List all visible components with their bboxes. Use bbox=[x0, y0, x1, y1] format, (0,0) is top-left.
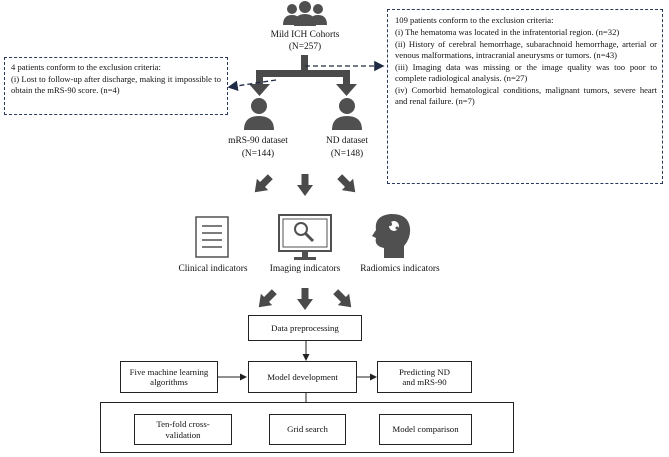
left-exclusion-box bbox=[4, 57, 228, 115]
left-exclusion-heading: 4 patients conform to the exclusion crit… bbox=[11, 62, 161, 72]
right-exclusion-heading: 109 patients conform to the exclusion cr… bbox=[395, 15, 554, 25]
dataset-name: mRS-90 dataset bbox=[228, 136, 288, 146]
right-exclusion-item: (iv) Comorbid hematological conditions, … bbox=[395, 85, 657, 107]
arrows-to-preprocessing bbox=[258, 288, 352, 310]
algorithms-box: Five machine learning algorithms bbox=[120, 361, 218, 393]
data-preprocessing-box: Data preprocessing bbox=[248, 315, 362, 341]
right-exclusion-text: 109 patients conform to the exclusion cr… bbox=[395, 15, 657, 108]
indicator-label: Radiomics indicators bbox=[360, 264, 440, 274]
right-exclusion-item: (ii) History of cerebral hemorrhage, sub… bbox=[395, 39, 657, 61]
indicator-label: Clinical indicators bbox=[178, 264, 248, 274]
model-comparison-box: Model comparison bbox=[379, 414, 472, 445]
arrows-to-indicators bbox=[254, 174, 356, 196]
person-icon bbox=[332, 98, 362, 130]
cohort-count: (N=257) bbox=[288, 42, 322, 52]
split-arrows bbox=[249, 55, 357, 96]
left-exclusion-item: (i) Lost to follow-up after discharge, m… bbox=[11, 74, 221, 95]
head-brain-icon bbox=[372, 213, 411, 258]
dataset-count: (N=144) bbox=[241, 149, 275, 159]
right-exclusion-item: (i) The hematoma was located in the infr… bbox=[395, 27, 620, 38]
document-icon bbox=[195, 216, 229, 258]
dataset-name: ND dataset bbox=[326, 136, 368, 146]
right-exclusion-box bbox=[387, 9, 663, 184]
left-exclusion-text: 4 patients conform to the exclusion crit… bbox=[11, 62, 221, 97]
monitor-magnifier-icon bbox=[278, 214, 332, 260]
model-development-box: Model development bbox=[248, 361, 357, 393]
indicator-label: Imaging indicators bbox=[269, 264, 341, 274]
dataset-count: (N=148) bbox=[330, 149, 364, 159]
cross-validation-box: Ten-fold cross-validation bbox=[134, 414, 232, 445]
people-group-icon bbox=[283, 1, 327, 26]
predicting-box: Predicting ND and mRS-90 bbox=[377, 361, 472, 393]
right-exclusion-item: (iii) Imaging data was missing or the im… bbox=[395, 62, 657, 84]
cohort-title: Mild ICH Cohorts bbox=[270, 30, 340, 40]
grid-search-box: Grid search bbox=[269, 414, 346, 445]
person-icon bbox=[244, 98, 274, 130]
